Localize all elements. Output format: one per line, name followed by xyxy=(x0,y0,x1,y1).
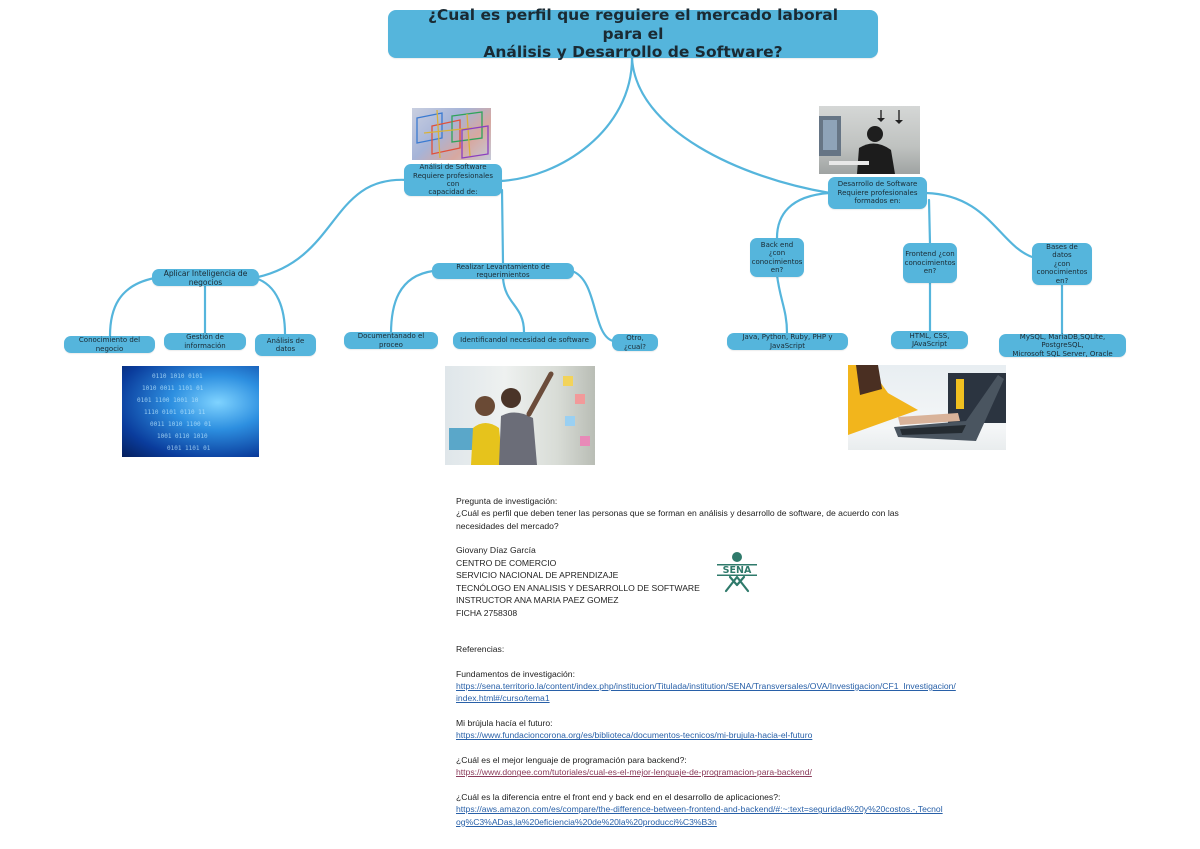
reference-link[interactable]: https://www.fundacioncorona.org/es/bibli… xyxy=(456,730,813,741)
reference-link[interactable]: https://aws.amazon.com/es/compare/the-di… xyxy=(456,804,943,827)
svg-text:1010 0011 1101 01: 1010 0011 1101 01 xyxy=(142,385,204,392)
sena-logo-text: SENA xyxy=(723,565,752,576)
connector-dev-frontend xyxy=(927,198,932,246)
program-name: TECNÓLOGO EN ANALISIS Y DESARROLLO DE SO… xyxy=(456,582,700,593)
connector-bi-conocimiento xyxy=(108,276,157,338)
frontend-label-line: en? xyxy=(923,267,937,276)
bi-branch-label: Aplicar Inteligencia de negocios xyxy=(163,268,248,287)
research-question-heading: Pregunta de investigación: xyxy=(456,496,558,506)
root-question-node[interactable]: ¿Cual es perfil que reguiere el mercado … xyxy=(388,6,878,61)
instructor-name: INSTRUCTOR ANA MARIA PAEZ GOMEZ xyxy=(456,595,619,606)
req-child-identificando[interactable]: Identificandol necesidad de software xyxy=(453,332,596,349)
req-child-label: Identificandol necesidad de software xyxy=(460,336,589,345)
database-engines-line: Microsoft SQL Server, Oracle xyxy=(1012,349,1113,358)
ficha-number: FICHA 2758308 xyxy=(456,607,518,618)
frontend-languages-label: HTML, CSS, JAvaScript xyxy=(909,331,950,348)
req-child-documentando[interactable]: Documentanado el proceo xyxy=(344,332,438,349)
laptop-typing-image xyxy=(848,365,1006,470)
backend-branch-node[interactable]: Back end ¿con conocimientos en? xyxy=(750,238,804,277)
database-label-line: Bases de datos xyxy=(1046,243,1078,260)
database-label-line: en? xyxy=(1055,276,1069,285)
backend-languages-label: Java, Python, Ruby, PHP y JavaScript xyxy=(742,333,833,350)
bi-child-analisis[interactable]: Análisis de datos xyxy=(255,334,316,356)
bi-child-label: Análisis de datos xyxy=(266,336,305,353)
frontend-label-line: conocimientos xyxy=(904,258,956,267)
connector-bi-analisis xyxy=(253,276,287,336)
development-label-line1: Desarrollo de Software xyxy=(837,180,918,189)
institution-name: SERVICIO NACIONAL DE APRENDIZAJE xyxy=(456,570,619,581)
research-question-text: ¿Cuál es perfil que deben tener las pers… xyxy=(456,508,899,531)
analysis-label-line1: Análisi de Software xyxy=(419,163,487,172)
development-label-line3: formados en: xyxy=(854,197,901,206)
svg-text:0101 1101 01: 0101 1101 01 xyxy=(167,445,211,452)
analysis-label-line2: Requiere profesionales con xyxy=(413,171,493,188)
svg-text:0011 1010 1100 01: 0011 1010 1100 01 xyxy=(150,421,212,428)
database-branch-node[interactable]: Bases de datos ¿con conocimientos en? xyxy=(1032,243,1092,285)
reference-title: Mi brújula hacía el futuro: xyxy=(456,717,553,728)
requirements-branch-node[interactable]: Realizar Levantamiento de requerimientos xyxy=(432,263,574,279)
connector-dev-db xyxy=(924,191,1037,260)
3d-wire-grid-image xyxy=(412,108,491,160)
backend-label-line: conocimientos xyxy=(751,257,803,266)
database-label-line: ¿con xyxy=(1053,259,1071,268)
svg-text:1110 0101 0110 11: 1110 0101 0110 11 xyxy=(144,409,206,416)
team-whiteboard-image xyxy=(445,366,595,465)
bi-branch-node[interactable]: Aplicar Inteligencia de negocios xyxy=(152,268,259,287)
connector-analysis-bi xyxy=(256,178,410,279)
root-question-line2: Análisis y Desarrollo de Software? xyxy=(483,43,783,62)
document-panel: Pregunta de investigación: ¿Cuál es perf… xyxy=(456,495,976,828)
sena-logo-head-icon xyxy=(732,552,742,562)
connector-dev-backend xyxy=(775,191,831,240)
connector-req-otro xyxy=(570,269,615,343)
svg-text:0110 1010 0101: 0110 1010 0101 xyxy=(152,373,203,380)
reference-title: Fundamentos de investigación: xyxy=(456,668,575,679)
root-question-line1: ¿Cual es perfil que reguiere el mercado … xyxy=(427,6,839,43)
database-engines-line: MySQL, MariaDB,SQLite, PostgreSQL, xyxy=(1019,332,1106,350)
analysis-label-line3: capacidad de: xyxy=(428,188,478,197)
bi-child-conocimiento[interactable]: Conocimiento del negocio xyxy=(64,336,155,353)
backend-label-line: en? xyxy=(770,265,784,274)
center-name: CENTRO DE COMERCIO xyxy=(456,557,557,568)
connector-root-development xyxy=(630,56,832,195)
bi-child-gestion[interactable]: Gestión de información xyxy=(164,333,246,350)
development-label-line2: Requiere profesionales xyxy=(837,188,918,197)
author-name: Giovany Díaz García xyxy=(456,545,536,556)
references-heading: Referencias: xyxy=(456,644,505,655)
connector-req-documentando xyxy=(389,269,435,336)
connector-analysis-req xyxy=(500,188,505,265)
database-engines-node[interactable]: MySQL, MariaDB,SQLite, PostgreSQL, Micro… xyxy=(999,332,1126,358)
reference-link[interactable]: https://sena.territorio.la/content/index… xyxy=(456,680,956,704)
reference-title: ¿Cuál es el mejor lenguaje de programaci… xyxy=(456,754,687,765)
connector-root-analysis xyxy=(498,56,634,183)
frontend-branch-node[interactable]: Frontend ¿con conocimientos en? xyxy=(903,243,957,283)
analysis-node[interactable]: Análisi de Software Requiere profesional… xyxy=(404,163,502,197)
req-child-otro[interactable]: Otro, ¿cual? xyxy=(612,334,658,351)
bi-child-label: Conocimiento del negocio xyxy=(78,336,141,353)
frontend-label-line: Frontend ¿con xyxy=(905,250,955,259)
reference-title: ¿Cuál es la diferencia entre el front en… xyxy=(456,791,781,802)
req-child-label: Documentanado el proceo xyxy=(357,332,425,349)
svg-text:1001 0110 1010: 1001 0110 1010 xyxy=(157,433,208,440)
svg-text:0101 1100 1001 10: 0101 1100 1001 10 xyxy=(137,397,199,404)
connector-req-identificando xyxy=(501,276,526,334)
connector-backend-langs xyxy=(775,273,789,335)
bi-child-label: Gestión de información xyxy=(184,333,226,350)
backend-languages-node[interactable]: Java, Python, Ruby, PHP y JavaScript xyxy=(727,333,848,350)
database-label-line: conocimientos xyxy=(1036,268,1088,277)
development-node[interactable]: Desarrollo de Software Requiere profesio… xyxy=(828,177,927,209)
requirements-branch-label: Realizar Levantamiento de requerimientos xyxy=(456,262,550,279)
binary-data-image: 0110 1010 0101 1010 0011 1101 01 0101 11… xyxy=(122,366,259,457)
frontend-languages-node[interactable]: HTML, CSS, JAvaScript xyxy=(891,331,968,349)
req-child-label: Otro, ¿cual? xyxy=(624,334,646,351)
backend-label-line: Back end ¿con xyxy=(760,240,794,258)
reference-link-visited[interactable]: https://www.dongee.com/tutoriales/cual-e… xyxy=(456,767,812,778)
sena-logo: SENA xyxy=(714,551,760,593)
developer-workstation-image xyxy=(819,106,920,174)
